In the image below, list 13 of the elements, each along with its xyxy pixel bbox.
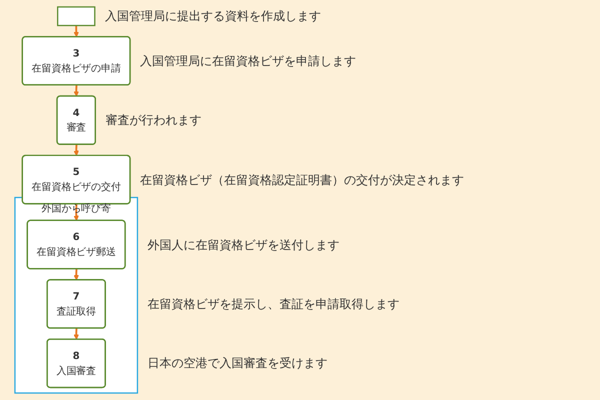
arrow	[74, 144, 79, 156]
arrow	[74, 26, 79, 38]
step-description: 在留資格ビザを提示し、査証を申請取得します	[147, 296, 400, 312]
step-description: 審査が行われます	[105, 112, 202, 128]
node-box	[57, 6, 96, 26]
step-description: 外国人に在留資格ビザを送付します	[147, 236, 340, 253]
step-description: 入国管理局に提出する資料を作成します	[104, 8, 322, 24]
step-description: 在留資格ビザ（在留資格認定証明書）の交付が決定されます	[140, 172, 466, 188]
arrow	[74, 328, 79, 340]
step-description: 日本の空港で入国審査を受けます	[147, 355, 328, 372]
arrow	[74, 268, 79, 280]
step-description: 入国管理局に在留資格ビザを申請します	[140, 52, 358, 69]
arrow	[74, 85, 79, 97]
